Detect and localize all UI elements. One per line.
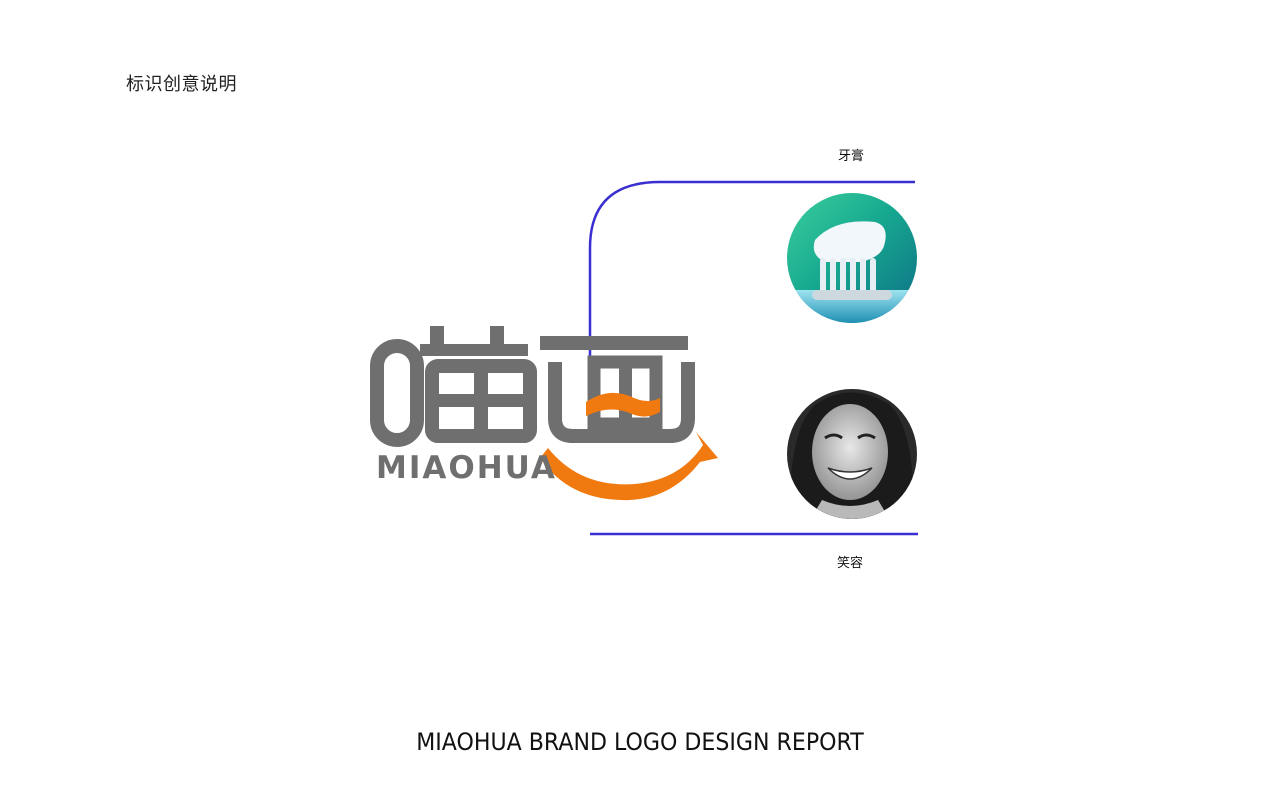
smile-image [787,389,917,519]
logo-mark [370,326,718,501]
footer-title: MIAOHUA BRAND LOGO DESIGN REPORT [416,728,864,756]
smile-label: 笑容 [837,556,864,571]
logo-latin-text: MIAOHUA [376,450,557,486]
toothpaste-image [787,193,917,323]
section-title: 标识创意说明 [126,74,237,95]
smile-curve [540,432,718,501]
toothpaste-label: 牙膏 [838,149,865,164]
connector-line [588,180,915,392]
toothpaste-swoosh [586,392,660,417]
